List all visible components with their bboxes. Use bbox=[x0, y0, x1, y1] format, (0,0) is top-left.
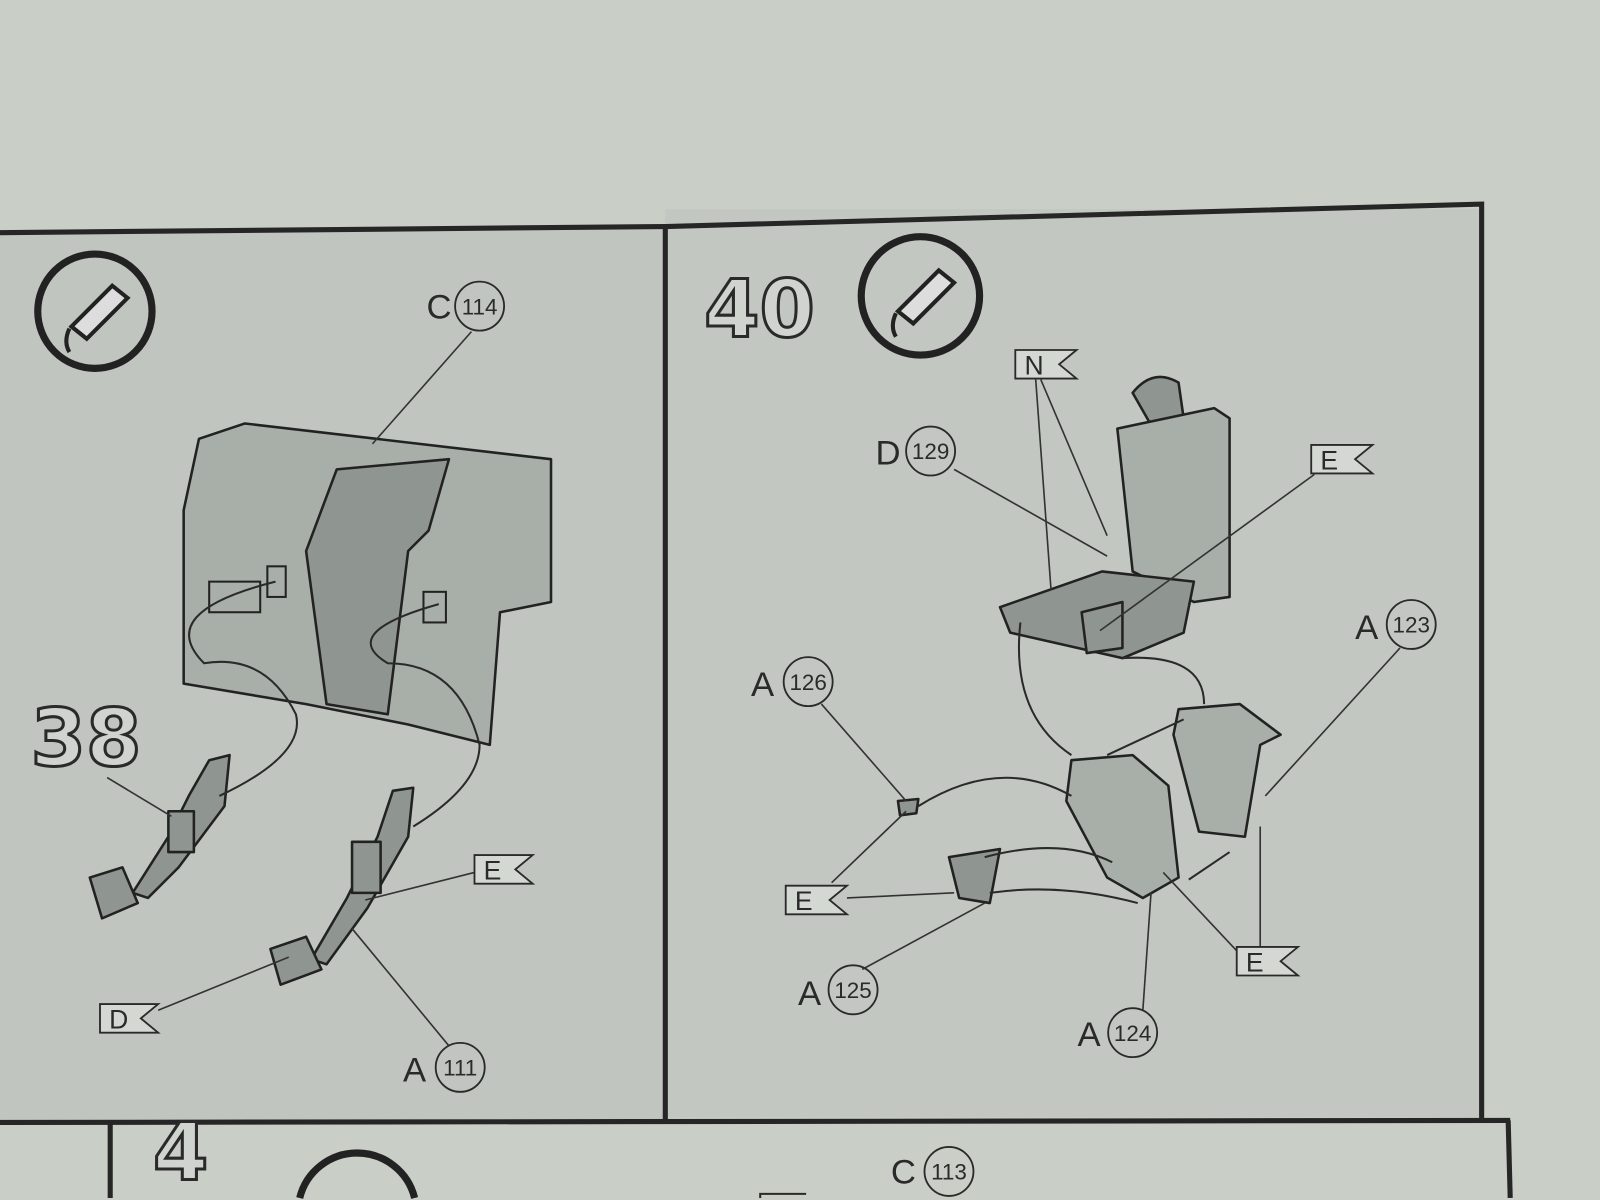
panel-frames bbox=[0, 201, 1513, 1199]
svg-text:126: 126 bbox=[789, 670, 826, 695]
dashboard-part bbox=[182, 422, 553, 747]
flag-n: N bbox=[1014, 349, 1108, 590]
assembly-arrow bbox=[188, 580, 298, 797]
step-number: 40 bbox=[704, 263, 815, 356]
callout-c113: C 113 bbox=[891, 1146, 975, 1197]
svg-text:A: A bbox=[751, 666, 775, 704]
flag-e-top: E bbox=[1099, 443, 1376, 632]
svg-text:113: 113 bbox=[931, 1160, 967, 1185]
step-number: 38 bbox=[31, 691, 142, 784]
step-38-leader bbox=[106, 776, 172, 818]
seat-base-parts bbox=[896, 702, 1282, 905]
flag-e-left: E bbox=[784, 810, 955, 916]
callout-a125: A 125 bbox=[798, 902, 986, 1016]
svg-text:E: E bbox=[795, 886, 813, 916]
flag-e-right: E bbox=[1162, 826, 1301, 977]
callout-d129: D 129 bbox=[876, 425, 1108, 557]
glue-tube-icon bbox=[857, 233, 984, 359]
svg-text:N: N bbox=[1024, 350, 1043, 380]
assembly-arrow bbox=[369, 603, 481, 828]
pedal-part-right bbox=[269, 786, 415, 986]
flag-d: D bbox=[99, 956, 290, 1035]
flag-e-left-panel: E bbox=[365, 854, 536, 901]
svg-text:C: C bbox=[891, 1154, 916, 1192]
step-40-panel: 40 bbox=[703, 233, 1437, 1059]
assembly-arrows bbox=[917, 622, 1231, 905]
svg-text:124: 124 bbox=[1114, 1021, 1151, 1046]
callout-a123: A 123 bbox=[1264, 599, 1437, 797]
svg-text:E: E bbox=[484, 856, 502, 886]
svg-text:D: D bbox=[876, 434, 901, 472]
svg-text:111: 111 bbox=[443, 1056, 477, 1081]
step-38-panel: 38 C 114 A 111 bbox=[29, 250, 553, 1093]
callout-a124: A 124 bbox=[1078, 892, 1159, 1059]
callout-c114: C 114 bbox=[371, 280, 506, 445]
step-number: 4 bbox=[153, 1106, 208, 1199]
callout-a111: A 111 bbox=[351, 928, 486, 1093]
svg-text:114: 114 bbox=[462, 294, 498, 319]
svg-text:A: A bbox=[1078, 1016, 1102, 1054]
panel-right-bg bbox=[665, 209, 1482, 1118]
svg-text:A: A bbox=[1355, 609, 1379, 647]
svg-text:A: A bbox=[798, 975, 822, 1013]
svg-text:125: 125 bbox=[834, 978, 871, 1003]
flag-partial bbox=[759, 1192, 807, 1198]
seat-part bbox=[998, 375, 1231, 660]
svg-text:129: 129 bbox=[912, 439, 949, 464]
svg-text:D: D bbox=[109, 1005, 128, 1035]
svg-text:E: E bbox=[1246, 947, 1264, 977]
svg-text:A: A bbox=[403, 1052, 427, 1090]
svg-text:C: C bbox=[427, 288, 452, 326]
glue-tube-icon bbox=[296, 1149, 419, 1199]
svg-text:123: 123 bbox=[1393, 613, 1430, 638]
bottom-step-panel: 4 C 113 bbox=[152, 1104, 975, 1200]
pedal-part-left bbox=[88, 753, 231, 920]
glue-tube-icon bbox=[34, 250, 156, 372]
svg-text:E: E bbox=[1320, 445, 1338, 475]
callout-a126: A 126 bbox=[751, 656, 907, 802]
